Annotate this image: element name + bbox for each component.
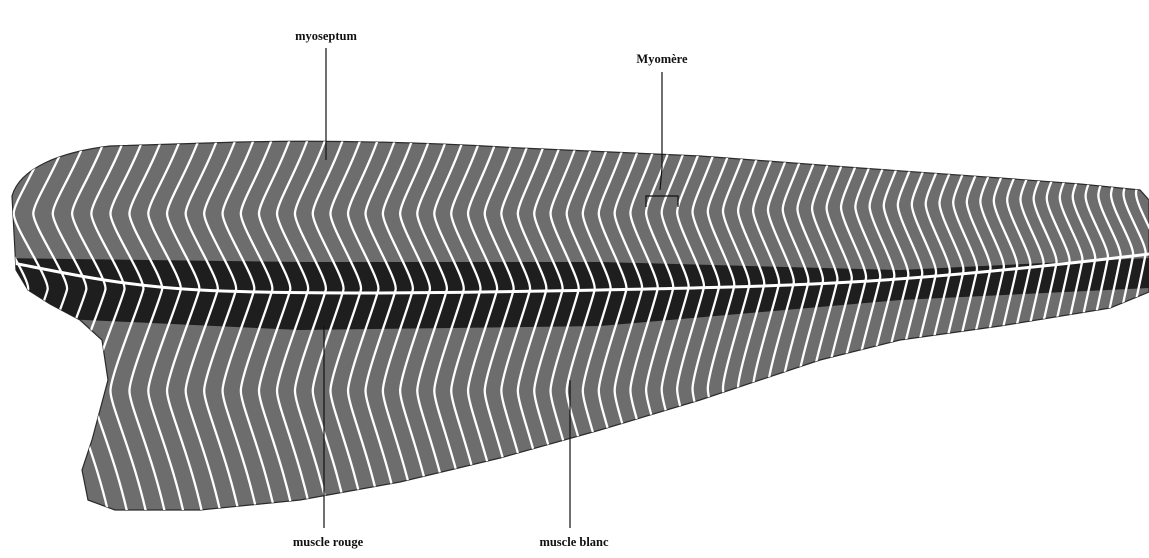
fillet	[0, 120, 1149, 530]
myoseptum-line	[1060, 120, 1087, 530]
myomere-label: Myomère	[636, 52, 688, 66]
muscle-rouge-label: muscle rouge	[293, 535, 364, 549]
myoseptum-line	[1124, 120, 1149, 530]
muscle-blanc-label: muscle blanc	[539, 535, 609, 549]
myoseptum-line	[1098, 120, 1125, 530]
myoseptum-line	[1111, 120, 1137, 530]
myoseptum-line	[1086, 120, 1113, 530]
myoseptum-line	[1136, 120, 1149, 530]
myoseptum-label: myoseptum	[295, 29, 357, 43]
myoseptum-line	[1073, 120, 1100, 530]
